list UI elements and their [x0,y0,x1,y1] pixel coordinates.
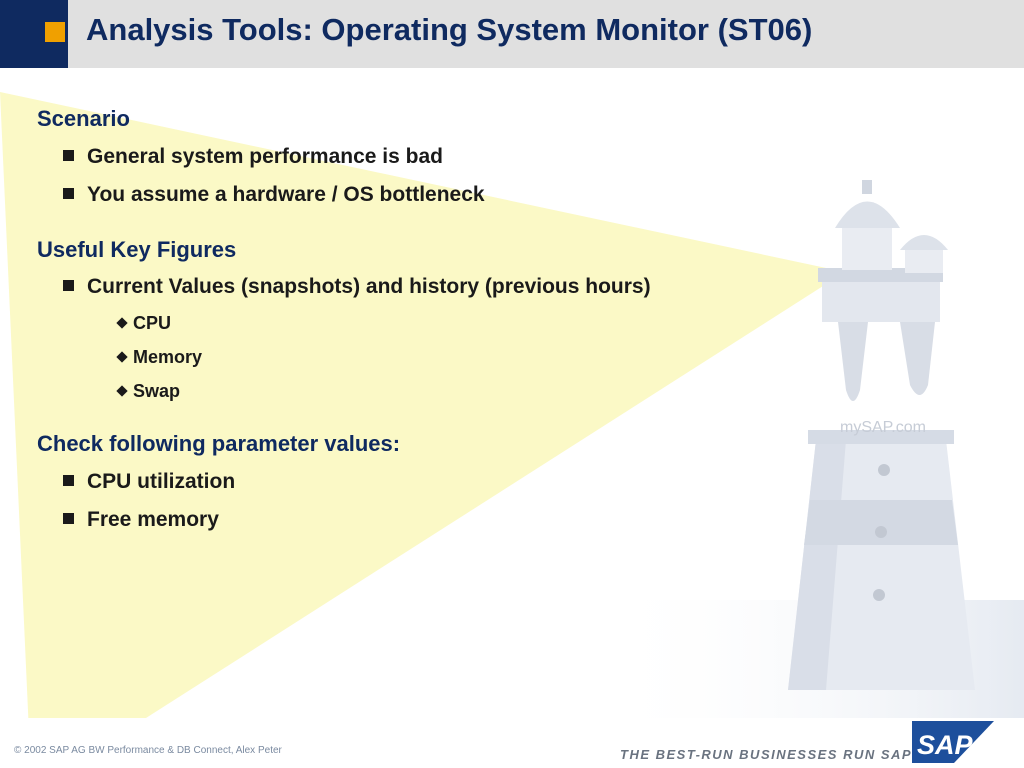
square-bullet-icon [63,475,74,486]
lighthouse-illustration: mySAP.com [0,92,1024,718]
sap-logo-text: SAP [917,730,974,760]
heading-check-parameters: Check following parameter values: [37,431,401,456]
diamond-bullet-icon [116,385,128,397]
heading-key-figures: Useful Key Figures [37,237,237,262]
bullet-item: Current Values (snapshots) and history (… [63,275,651,299]
square-bullet-icon [63,513,74,524]
bullet-item: CPU utilization [63,470,235,494]
sub-bullet-item: Memory [116,347,202,368]
sap-logo-icon: SAP [912,721,994,763]
copyright-text: © 2002 SAP AG BW Performance & DB Connec… [14,745,282,756]
heading-scenario: Scenario [37,106,130,131]
slide-title: Analysis Tools: Operating System Monitor… [86,12,813,47]
bullet-item: You assume a hardware / OS bottleneck [63,183,485,207]
tower-sign-text: mySAP.com [840,419,926,436]
light-beam-shape [0,92,845,718]
bullet-item: General system performance is bad [63,145,443,169]
title-bar [0,0,1024,68]
square-bullet-icon [63,188,74,199]
sub-bullet-item: CPU [116,313,171,334]
square-bullet-icon [63,150,74,161]
orange-square-icon [45,22,65,42]
diamond-bullet-icon [116,351,128,363]
sub-bullet-item: Swap [116,381,180,402]
square-bullet-icon [63,280,74,291]
diamond-bullet-icon [116,317,128,329]
footer-tagline: THE BEST-RUN BUSINESSES RUN SAP [620,747,913,762]
bullet-item: Free memory [63,508,219,532]
